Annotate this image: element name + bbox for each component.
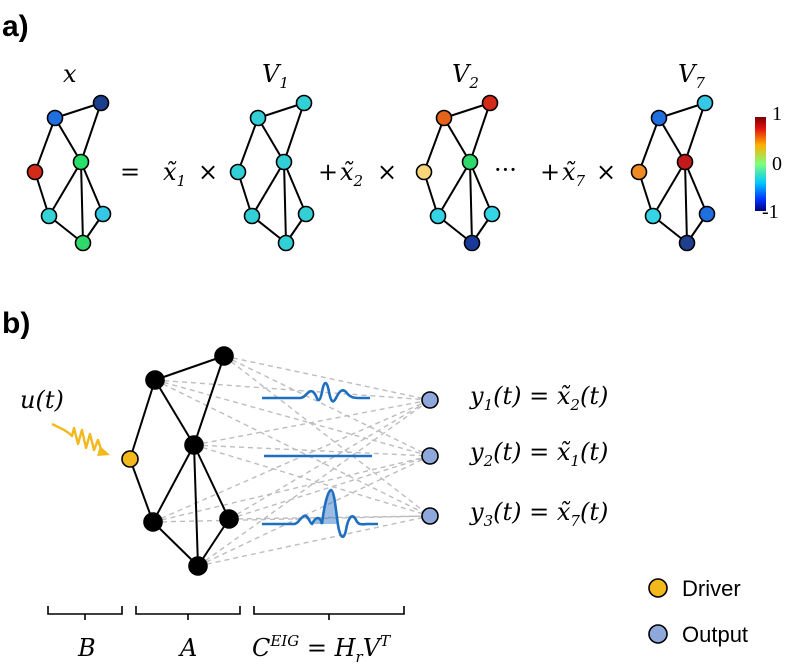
graph-node (461, 153, 479, 171)
graph-node (676, 153, 694, 171)
network-node (143, 512, 163, 532)
graph-x (26, 94, 112, 252)
legend-output-dot (648, 624, 668, 644)
network-node (214, 346, 234, 366)
graph-node (698, 205, 716, 223)
graph-node (483, 205, 501, 223)
graph-node (429, 207, 447, 225)
graph-node (74, 234, 92, 252)
graph-node (630, 163, 648, 181)
graph-v7-title: V7 (678, 60, 705, 92)
equals-sign: = (120, 158, 140, 186)
legend-driver-dot (648, 578, 668, 598)
colorbar (755, 117, 766, 211)
bracket-b: B (47, 606, 123, 662)
times-sign-2: × (377, 158, 397, 186)
graph-node (295, 94, 313, 112)
output-equation-3: y3(t) = x̃7(t) (469, 498, 608, 530)
bracket-a-label: A (178, 634, 197, 662)
colorbar-min-label: -1 (762, 201, 779, 223)
graph-node (275, 153, 293, 171)
output-node-1 (421, 391, 439, 409)
graph-node (650, 109, 668, 127)
waveform-mode-2 (262, 381, 370, 403)
output-equation-1: y1(t) = x̃2(t) (469, 382, 608, 414)
plus-sign-2: + (318, 158, 338, 186)
ellipsis: ··· (494, 156, 517, 184)
panel-b-label: b) (2, 307, 30, 340)
graph-node (40, 207, 58, 225)
graph-v2 (415, 94, 501, 252)
graph-node (435, 109, 453, 127)
bracket-b-label: B (77, 634, 96, 662)
graph-node (94, 205, 112, 223)
graph-node (72, 153, 90, 171)
graph-node (243, 207, 261, 225)
bracket-a: A (135, 606, 241, 662)
graph-node (463, 234, 481, 252)
legend-output-label: Output (682, 622, 748, 647)
legend-driver-label: Driver (682, 576, 741, 601)
plus-sign-7: + (540, 158, 560, 186)
graph-node (26, 163, 44, 181)
graph-v2-title: V2 (452, 60, 479, 92)
times-sign-1: × (198, 158, 218, 186)
network-graph (121, 346, 239, 576)
coef-x2: x̃2 (340, 158, 363, 190)
graph-node (644, 207, 662, 225)
output-equation-2: y2(t) = x̃1(t) (469, 438, 608, 470)
bracket-c-label: CEIG = HrVT (252, 632, 391, 666)
coef-x1: x̃1 (163, 158, 186, 190)
graph-node (46, 109, 64, 127)
driver-node (121, 450, 139, 468)
graph-node (297, 205, 315, 223)
graph-node (249, 109, 267, 127)
waveform-mode-7 (262, 488, 378, 539)
legend: Driver Output (648, 576, 748, 647)
input-label: u(t) (20, 386, 64, 414)
graph-node (277, 234, 295, 252)
coef-x7: x̃7 (562, 158, 586, 190)
network-node (145, 370, 165, 390)
graph-node (678, 234, 696, 252)
graph-node (481, 94, 499, 112)
colorbar-mid-label: 0 (772, 153, 782, 175)
graph-v1-title: V1 (262, 60, 289, 92)
network-node (188, 556, 208, 576)
output-connections (152, 355, 431, 567)
graph-v7 (630, 94, 716, 252)
graph-node (415, 163, 433, 181)
graph-node (92, 94, 110, 112)
graph-node (696, 94, 714, 112)
input-signal-icon (51, 422, 110, 456)
panel-a-label: a) (2, 10, 29, 43)
colorbar-max-label: 1 (772, 103, 782, 125)
bracket-c: CEIG = HrVT (252, 606, 405, 666)
network-node (219, 509, 239, 529)
graph-v1 (229, 94, 315, 252)
graph-x-title: x (63, 60, 77, 88)
network-node (184, 435, 204, 455)
output-node-2 (421, 447, 439, 465)
graph-node (229, 163, 247, 181)
output-node-3 (421, 507, 439, 525)
times-sign-7: × (596, 158, 616, 186)
